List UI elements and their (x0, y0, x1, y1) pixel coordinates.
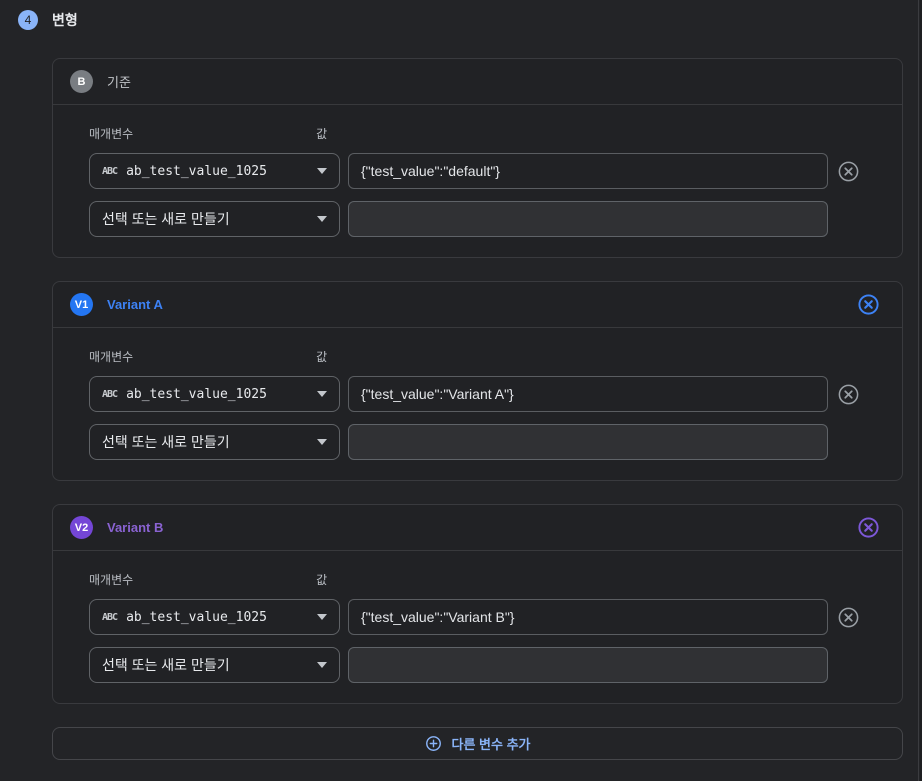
clear-parameter-button[interactable] (836, 605, 860, 629)
baseline-card-body: 매개변수 값 ABC ab_test_value_1025 (53, 105, 902, 257)
baseline-badge: B (70, 70, 93, 93)
add-parameter-row: 선택 또는 새로 만들기 (89, 647, 866, 683)
parameter-select-value: ab_test_value_1025 (126, 386, 267, 402)
baseline-card-header: B 기준 (53, 59, 902, 105)
step-title: 변형 (52, 12, 78, 28)
select-or-create-label: 선택 또는 새로 만들기 (102, 434, 230, 450)
value-input-disabled (348, 647, 828, 683)
parameter-label: 매개변수 (89, 350, 134, 364)
field-labels-row: 매개변수 값 (89, 348, 866, 365)
string-type-icon: ABC (102, 388, 118, 400)
select-or-create-dropdown[interactable]: 선택 또는 새로 만들기 (89, 424, 340, 460)
clear-cell (828, 382, 868, 406)
field-labels-row: 매개변수 값 (89, 125, 866, 142)
add-parameter-row: 선택 또는 새로 만들기 (89, 201, 866, 237)
clear-cell (828, 605, 868, 629)
variant-b-badge: V2 (70, 516, 93, 539)
parameter-select-value: ab_test_value_1025 (126, 609, 267, 625)
variant-cards: B 기준 매개변수 값 ABC ab_test_value_1025 (52, 58, 903, 704)
parameter-label: 매개변수 (89, 573, 134, 587)
add-parameter-row: 선택 또는 새로 만들기 (89, 424, 866, 460)
add-variant-button[interactable]: 다른 변수 추가 (52, 727, 903, 760)
parameter-select[interactable]: ABC ab_test_value_1025 (89, 599, 340, 635)
string-type-icon: ABC (102, 165, 118, 177)
variant-b-title: Variant B (107, 520, 164, 535)
select-or-create-dropdown[interactable]: 선택 또는 새로 만들기 (89, 647, 340, 683)
circle-x-icon (857, 294, 879, 315)
field-labels-row: 매개변수 값 (89, 571, 866, 588)
parameter-select-value: ab_test_value_1025 (126, 163, 267, 179)
circle-x-icon (838, 607, 858, 627)
value-input[interactable] (348, 599, 828, 635)
remove-variant-b-button[interactable] (856, 516, 880, 540)
string-type-icon: ABC (102, 611, 118, 623)
circle-x-icon (838, 161, 858, 181)
chevron-down-icon (317, 391, 327, 397)
variant-b-card-header: V2 Variant B (53, 505, 902, 551)
parameter-value-row: ABC ab_test_value_1025 (89, 153, 866, 189)
value-input-disabled (348, 424, 828, 460)
select-or-create-label: 선택 또는 새로 만들기 (102, 657, 230, 673)
baseline-title: 기준 (107, 75, 131, 90)
variant-b-card-body: 매개변수 값 ABC ab_test_value_1025 (53, 551, 902, 703)
chevron-down-icon (317, 614, 327, 620)
clear-parameter-button[interactable] (836, 159, 860, 183)
chevron-down-icon (317, 216, 327, 222)
variant-a-card-header: V1 Variant A (53, 282, 902, 328)
select-or-create-label: 선택 또는 새로 만들기 (102, 211, 230, 227)
value-input[interactable] (348, 153, 828, 189)
parameter-value-row: ABC ab_test_value_1025 (89, 599, 866, 635)
step-header: 4 변형 (0, 0, 918, 30)
clear-cell (828, 159, 868, 183)
plus-circle-icon (425, 736, 441, 751)
add-variant-label: 다른 변수 추가 (451, 737, 531, 752)
baseline-card: B 기준 매개변수 값 ABC ab_test_value_1025 (52, 58, 903, 258)
value-input-disabled (348, 201, 828, 237)
step-number-badge: 4 (18, 10, 38, 30)
variant-b-card: V2 Variant B 매개변수 값 (52, 504, 903, 704)
parameter-select[interactable]: ABC ab_test_value_1025 (89, 153, 340, 189)
value-label: 값 (316, 127, 328, 141)
parameter-select[interactable]: ABC ab_test_value_1025 (89, 376, 340, 412)
chevron-down-icon (317, 439, 327, 445)
chevron-down-icon (317, 168, 327, 174)
variant-a-card-body: 매개변수 값 ABC ab_test_value_1025 (53, 328, 902, 480)
circle-x-icon (857, 517, 879, 538)
chevron-down-icon (317, 662, 327, 668)
value-input[interactable] (348, 376, 828, 412)
select-or-create-dropdown[interactable]: 선택 또는 새로 만들기 (89, 201, 340, 237)
clear-parameter-button[interactable] (836, 382, 860, 406)
parameter-value-row: ABC ab_test_value_1025 (89, 376, 866, 412)
add-variant-row: 다른 변수 추가 (52, 727, 903, 760)
right-gutter (920, 0, 922, 781)
variant-a-card: V1 Variant A 매개변수 값 (52, 281, 903, 481)
value-label: 값 (316, 573, 328, 587)
variant-a-badge: V1 (70, 293, 93, 316)
remove-variant-a-button[interactable] (856, 293, 880, 317)
parameter-label: 매개변수 (89, 127, 134, 141)
value-label: 값 (316, 350, 328, 364)
variant-a-title: Variant A (107, 297, 163, 312)
circle-x-icon (838, 384, 858, 404)
